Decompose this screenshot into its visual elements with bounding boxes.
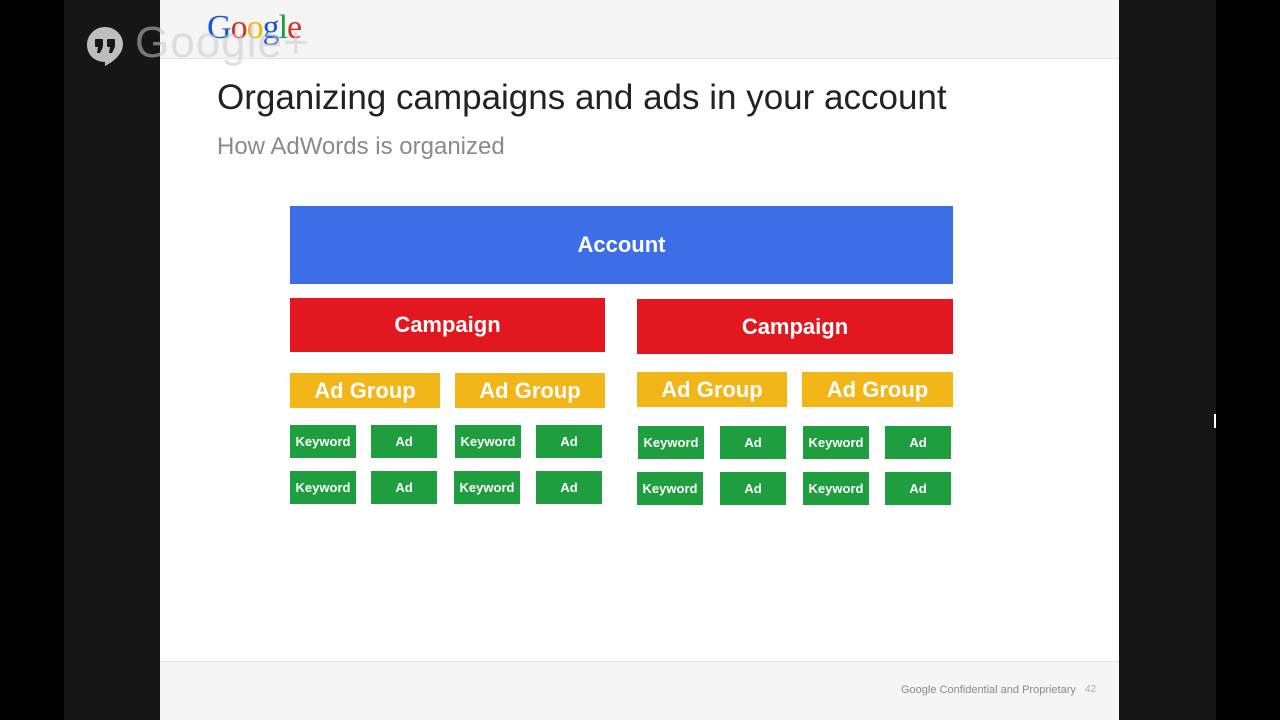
text-cursor (1214, 414, 1216, 428)
ad-box: Ad (536, 425, 602, 458)
logo-letter: G (207, 9, 232, 46)
ad-box: Ad (371, 471, 437, 504)
ad-box: Ad (720, 472, 786, 505)
ad-group-box: Ad Group (637, 372, 787, 407)
hangouts-quote-icon[interactable] (86, 26, 124, 66)
right-dark-panel (1119, 0, 1216, 720)
ad-box: Ad (885, 472, 951, 505)
keyword-box: Keyword (290, 471, 356, 504)
logo-letter: g (262, 9, 280, 46)
campaign-box-right: Campaign (637, 299, 953, 354)
campaign-box-left: Campaign (290, 298, 605, 352)
presentation-slide: Google Organizing campaigns and ads in y… (160, 0, 1119, 720)
keyword-box: Keyword (803, 472, 869, 505)
right-letterbox (1216, 0, 1280, 720)
footer-confidential: Google Confidential and Proprietary (901, 684, 1076, 696)
keyword-box: Keyword (290, 425, 356, 458)
ad-box: Ad (720, 426, 786, 459)
google-plus-watermark: Google+ (135, 18, 310, 67)
left-dark-panel (64, 0, 160, 720)
slide-title: Organizing campaigns and ads in your acc… (217, 78, 947, 117)
keyword-box: Keyword (637, 472, 703, 505)
keyword-box: Keyword (803, 426, 869, 459)
slide-page-number: 42 (1085, 684, 1097, 695)
left-letterbox (0, 0, 64, 720)
ad-group-box: Ad Group (802, 372, 953, 407)
ad-group-box: Ad Group (455, 373, 605, 408)
account-box: Account (290, 206, 953, 284)
logo-letter: o (246, 9, 264, 46)
keyword-box: Keyword (638, 426, 704, 459)
keyword-box: Keyword (454, 471, 520, 504)
ad-box: Ad (371, 425, 437, 458)
ad-box: Ad (885, 426, 951, 459)
google-logo: Google (207, 8, 302, 48)
logo-letter: l (278, 9, 289, 46)
logo-letter: e (287, 9, 302, 46)
keyword-box: Keyword (455, 425, 521, 458)
slide-footer (160, 661, 1119, 720)
slide-subtitle: How AdWords is organized (217, 133, 505, 160)
logo-letter: o (230, 9, 248, 46)
slide-header (160, 0, 1119, 59)
ad-group-box: Ad Group (290, 373, 440, 408)
ad-box: Ad (536, 471, 602, 504)
